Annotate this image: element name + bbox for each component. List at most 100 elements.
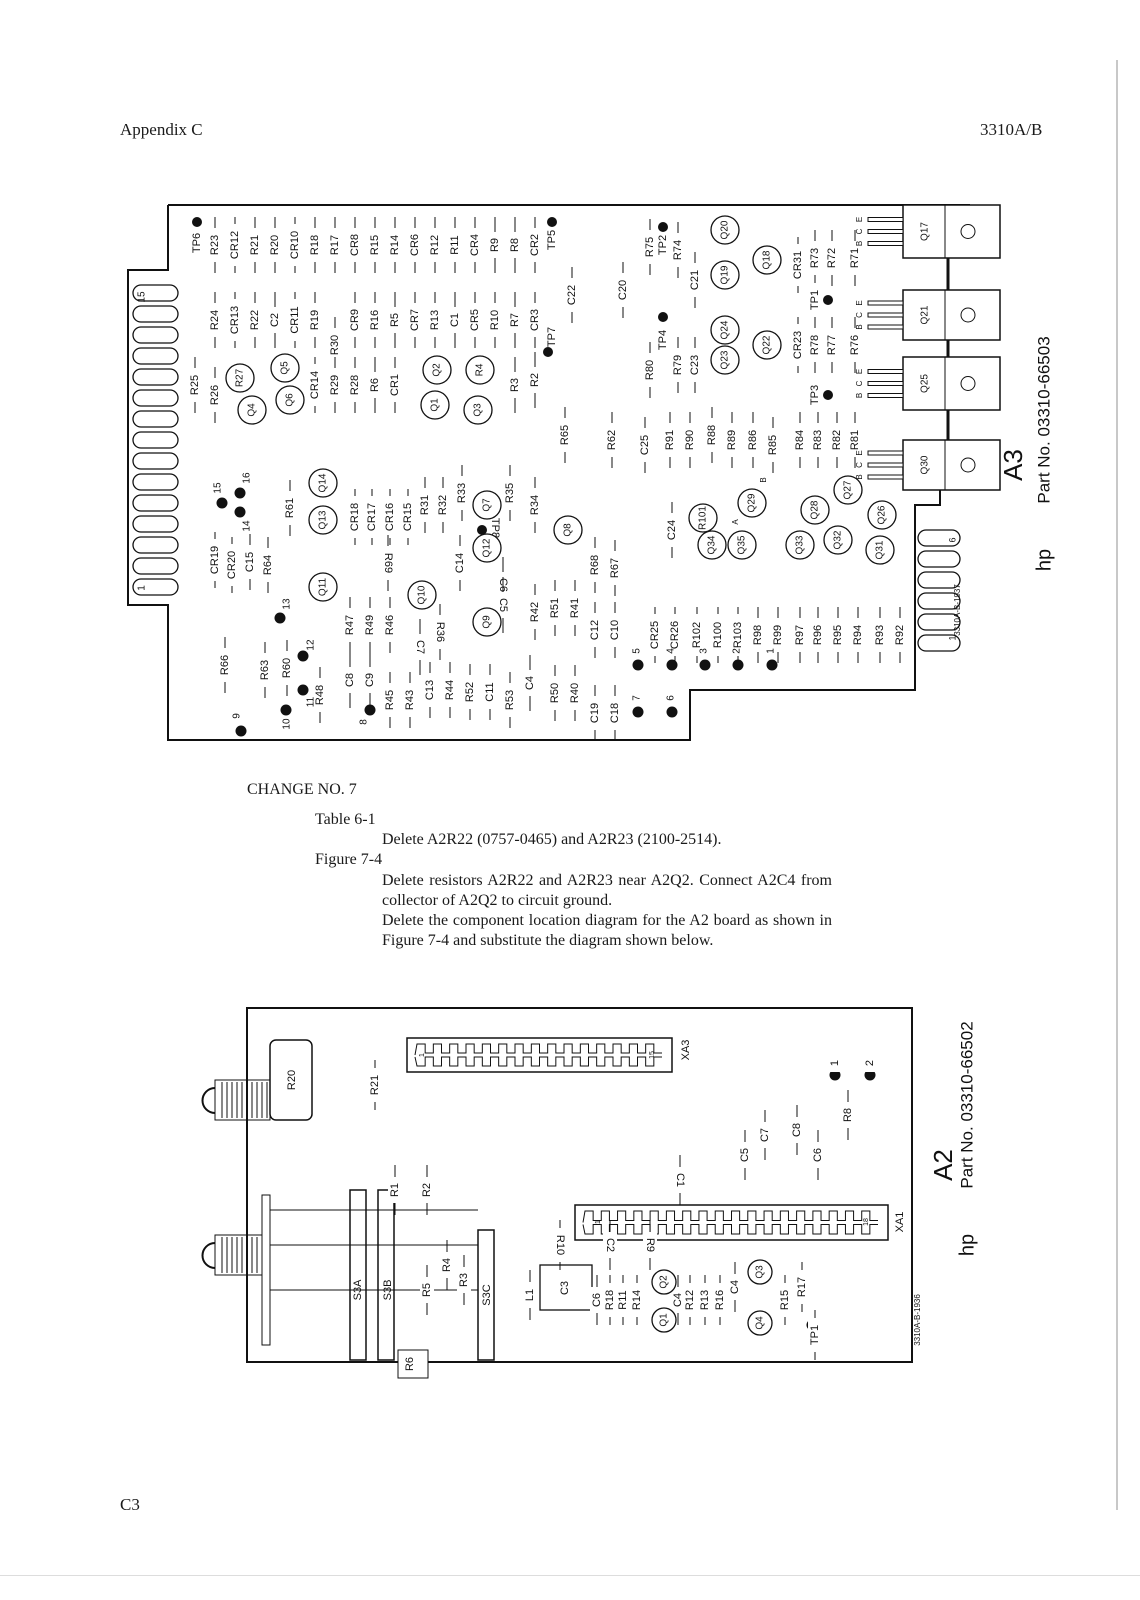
pad-number: 4 [666,648,677,654]
transistor-label: Q14 [318,473,329,492]
transistor-lead [867,369,904,374]
component-label: CR11 [289,306,301,333]
label-bg [468,228,482,262]
test-point-dot [192,217,202,227]
pin-letter: B [855,241,864,246]
transistor-outline [688,503,718,533]
label-bg [841,1102,855,1128]
pad-dot [274,612,286,624]
label-bg [565,278,579,312]
label-bg [795,1270,809,1304]
drawing-number: 3310A-B-1936 [913,1294,922,1346]
component-label: CR15 [402,503,414,531]
pad-number: 11 [306,696,317,707]
component-label: R89 [726,430,738,450]
label-bg [383,496,397,538]
pot-r20-shaft [214,1079,271,1121]
component-label: CR5 [469,309,481,331]
transistor-outline [308,505,338,535]
component-label: CR25 [649,621,661,649]
label-bg [496,592,510,618]
label-bg [508,232,522,258]
component-label: R13 [699,1290,711,1310]
component-label: R77 [826,335,838,355]
component-label: R14 [389,235,401,255]
component-label: R82 [831,430,843,450]
switch-deck [349,1189,367,1361]
transistor-label: Q2 [659,1275,670,1289]
transistor-outline [463,395,493,425]
component-label: C25 [639,435,651,455]
pad-number: 2 [732,648,743,654]
component-label: C19 [589,703,601,723]
component-label: R8 [842,1108,854,1122]
component-label: R40 [569,683,581,703]
component-label: R91 [664,430,676,450]
header-section: Appendix C [120,120,203,139]
component-label: L1 [524,1289,536,1301]
component-label: R33 [456,483,468,503]
edge-connector-finger [132,305,179,323]
component-label: CR19 [209,546,221,574]
label-bg [731,614,745,656]
q29-pin-b: B [759,477,768,482]
component-label: R8 [509,238,521,252]
label-bg [851,618,865,652]
label-bg [228,299,242,341]
label-bg [863,1054,877,1072]
pin-letter: C [855,380,864,386]
label-bg [808,1318,822,1352]
label-bg [343,667,357,693]
label-bg [545,320,559,354]
component-label: CR13 [229,306,241,334]
component-label: R28 [349,375,361,395]
label-bg [790,1117,804,1143]
transistor-outline [710,215,740,245]
label-bg [308,228,322,262]
component-label: R65 [559,425,571,445]
component-label: R24 [209,310,221,330]
component-label: CR10 [289,231,301,259]
label-bg [558,418,572,452]
pad-number: 16 [242,472,253,484]
component-label: R6 [404,1357,416,1371]
transistor-outline [785,530,815,560]
transistor-label: Q29 [747,493,758,512]
component-label: S3C [481,1284,493,1305]
transistor-lead [867,324,904,330]
label-bg [368,303,382,337]
label-bg [420,1177,434,1203]
component-label: R31 [419,495,431,515]
edge-connector-finger [132,515,179,533]
component-label: C4 [524,676,536,690]
side-connector-finger [917,550,961,568]
transistor-label: Q9 [482,615,493,629]
component-label: R4 [441,1258,453,1272]
component-label: R92 [894,625,906,645]
shaft-end [201,1242,216,1269]
power-transistor-label: Q21 [920,305,931,324]
pad-number: 8 [359,719,370,725]
label-bg [348,368,362,402]
component-label: C20 [617,280,629,300]
label-bg [616,273,630,307]
label-bg [328,328,342,362]
transistor-outline [833,475,863,505]
component-label: R52 [464,682,476,702]
label-bg [698,1283,712,1317]
component-label: R20 [286,1070,298,1090]
r6-body [397,1349,429,1379]
label-bg [508,307,522,333]
component-label: S3A [352,1279,364,1300]
transistor-lead [867,393,904,398]
component-label: R51 [549,598,561,618]
label-bg [381,546,395,580]
label-bg [368,1068,382,1102]
component-label: R88 [706,425,718,445]
component-label: R48 [314,685,326,705]
label-bg [825,241,839,275]
table-change-text: Delete A2R22 (0757-0465) and A2R23 (2100… [382,831,722,848]
pad-dot [297,650,309,662]
label-bg [528,367,542,393]
label-bg [208,228,222,262]
